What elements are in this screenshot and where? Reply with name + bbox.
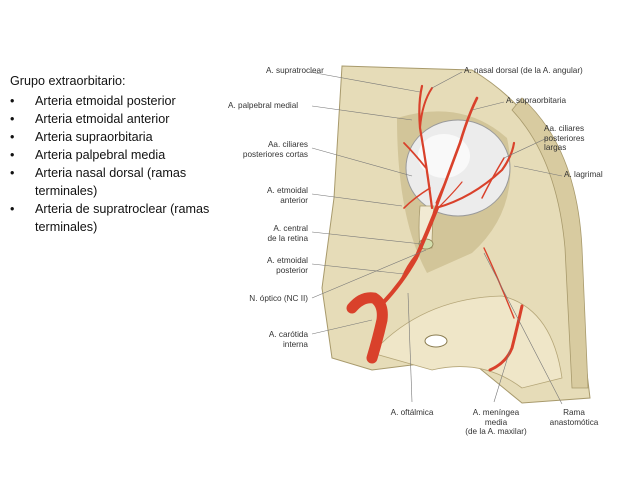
skull-wall: [511, 97, 589, 389]
orbit-illustration: [309, 65, 591, 405]
label-etmoidal-posterior: A. etmoidal posterior: [267, 256, 308, 275]
list-item: • Arteria etmoidal anterior: [10, 110, 220, 128]
bullet: •: [10, 202, 15, 216]
long-ciliary-artery: [481, 157, 505, 199]
bullet: •: [10, 130, 15, 144]
list-item-text: Arteria palpebral media: [35, 148, 166, 162]
carotid-artery: [346, 292, 388, 364]
leader-lines: [309, 71, 563, 405]
label-central-retina: A. central de la retina: [267, 224, 308, 243]
label-meningea-media: A. meníngea media (de la A. maxilar): [465, 408, 527, 436]
palpebral-medial-artery: [403, 142, 427, 169]
list-item: • Arteria supraorbitaria: [10, 128, 220, 146]
label-supraorbitaria: A. supraorbitaria: [506, 96, 567, 105]
label-oftalmica: A. oftálmica: [390, 408, 434, 417]
foramen: [424, 334, 448, 348]
eyeball-shade: [418, 134, 470, 178]
label-etmoidal-anterior: A. etmoidal anterior: [267, 186, 308, 205]
bullet: •: [10, 148, 15, 162]
label-palpebral-medial: A. palpebral medial: [228, 101, 299, 110]
artery-list: • Arteria etmoidal posterior • Arteria etm…: [10, 92, 220, 236]
nasal-dorsal-artery: [419, 87, 433, 129]
list-item: • Arteria nasal dorsal (ramas terminales): [10, 164, 220, 200]
label-nasal-dorsal: A. nasal dorsal (de la A. angular): [464, 66, 583, 75]
label-carotida-interna: A. carótida interna: [268, 330, 308, 349]
label-nervio-optico: N. óptico (NC II): [249, 294, 308, 303]
list-item-text: Arteria de supratroclear (ramas terminal…: [35, 202, 210, 234]
list-item-text: Arteria nasal dorsal (ramas terminales): [35, 166, 187, 198]
lacrimal-artery: [434, 141, 516, 210]
text-panel: Grupo extraorbitario: • Arteria etmoidal …: [10, 72, 220, 236]
list-item: • Arteria de supratroclear (ramas termina…: [10, 200, 220, 236]
list-item-text: Arteria supraorbitaria: [35, 130, 153, 144]
ophthalmic-artery: [380, 206, 439, 306]
short-ciliary-artery: [435, 175, 463, 207]
label-lagrimal: A. lagrimal: [564, 170, 603, 179]
bullet: •: [10, 166, 15, 180]
cranial-fossa: [371, 295, 563, 389]
list-item: • Arteria etmoidal posterior: [10, 92, 220, 110]
list-item-text: Arteria etmoidal posterior: [35, 94, 176, 108]
label-supratroclear: A. supratroclear: [266, 66, 324, 75]
meningeal-artery: [488, 304, 524, 372]
list-heading: Grupo extraorbitario:: [10, 74, 126, 88]
ethmoidal-anterior-artery: [403, 187, 431, 209]
bullet: •: [10, 94, 15, 108]
supraorbital-artery: [432, 96, 479, 215]
label-rama-anastomotica: Rama anastomótica: [549, 408, 599, 427]
list-item-text: Arteria etmoidal anterior: [35, 112, 170, 126]
ethmoidal-posterior-artery: [401, 247, 423, 279]
bullet: •: [10, 112, 15, 126]
orbit-anatomy-figure: A. supratroclear A. nasal dorsal (de la …: [222, 58, 638, 444]
label-ciliares-cortas: Aa. ciliares posteriores cortas: [242, 140, 308, 159]
label-ciliares-largas: Aa. ciliares posteriores largas: [544, 124, 585, 152]
list-item: • Arteria palpebral media: [10, 146, 220, 164]
